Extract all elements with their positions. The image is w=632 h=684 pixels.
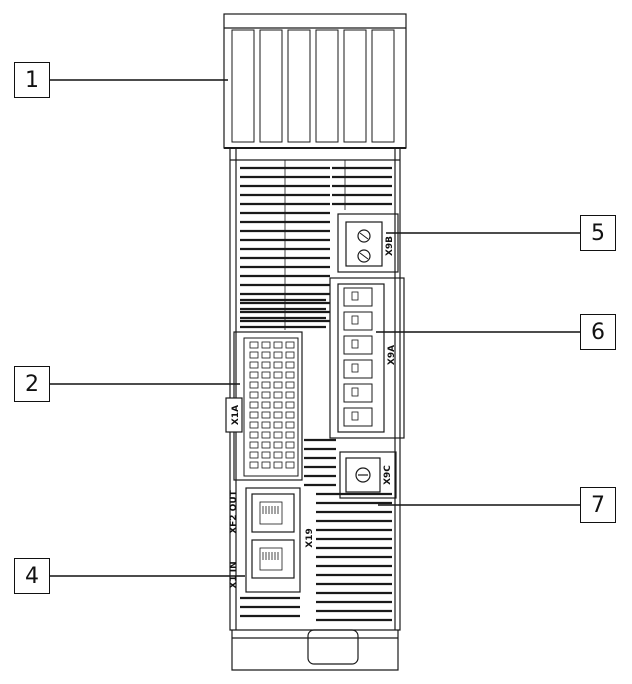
label-x9c: X9C — [383, 465, 393, 485]
heat-sink-fin — [315, 29, 339, 143]
terminal-pin — [285, 391, 295, 399]
terminal-pin — [261, 441, 271, 449]
terminal-pin — [249, 381, 259, 389]
terminal-pin — [285, 381, 295, 389]
terminal-pin — [261, 351, 271, 359]
terminal-pin — [273, 461, 283, 469]
terminal-pin — [285, 361, 295, 369]
terminal-pin — [273, 371, 283, 379]
terminal-pin — [261, 421, 271, 429]
terminal-pin — [249, 411, 259, 419]
terminal-pin — [249, 351, 259, 359]
terminal-pin — [285, 371, 295, 379]
terminal-pin — [273, 351, 283, 359]
label-xf2-out: XF2 OUT — [229, 489, 239, 533]
x9a-terminal-slot — [343, 287, 373, 307]
terminal-pin — [285, 451, 295, 459]
x9a-terminal-screw — [351, 363, 359, 373]
terminal-pin — [261, 461, 271, 469]
terminal-pin — [261, 371, 271, 379]
mounting-foot — [231, 629, 399, 671]
terminal-pin — [285, 411, 295, 419]
terminal-pin — [261, 411, 271, 419]
terminal-pin — [273, 391, 283, 399]
heat-sink-fin — [259, 29, 283, 143]
terminal-pin — [261, 391, 271, 399]
x1a-terminal-block: X1A — [225, 331, 303, 481]
terminal-pin — [285, 441, 295, 449]
terminal-pin — [261, 401, 271, 409]
terminal-pin — [285, 461, 295, 469]
x9b-connector: X9B — [337, 213, 399, 273]
x9a-terminal-screw — [351, 387, 359, 397]
x9a-terminal-screw — [351, 339, 359, 349]
label-x1a: X1A — [231, 405, 241, 425]
terminal-pin — [273, 421, 283, 429]
terminal-pin — [249, 431, 259, 439]
terminal-pin — [273, 411, 283, 419]
label-x9a: X9A — [387, 345, 397, 365]
terminal-pin — [285, 341, 295, 349]
terminal-pin — [249, 421, 259, 429]
ethernet-ports: XF2 OUT X1 IN X19 — [229, 487, 315, 593]
terminal-pin — [273, 401, 283, 409]
terminal-pin — [261, 451, 271, 459]
x9a-terminal-screw — [351, 315, 359, 325]
terminal-pin — [285, 421, 295, 429]
terminal-pin — [249, 451, 259, 459]
terminal-pin — [285, 401, 295, 409]
terminal-pin — [285, 351, 295, 359]
heat-sink-fin — [287, 29, 311, 143]
callout-2: 2 — [14, 366, 50, 402]
terminal-pin — [249, 361, 259, 369]
x9c-connector: X9C — [339, 451, 397, 499]
terminal-pin — [273, 441, 283, 449]
terminal-pin — [273, 431, 283, 439]
terminal-pin — [261, 431, 271, 439]
x9a-terminal-slot — [343, 407, 373, 427]
terminal-pin — [273, 341, 283, 349]
terminal-pin — [261, 361, 271, 369]
label-x9b: X9B — [385, 236, 395, 256]
terminal-pin — [249, 401, 259, 409]
callout-6: 6 — [580, 314, 616, 350]
x9a-terminal-slot — [343, 359, 373, 379]
terminal-pin — [249, 341, 259, 349]
x9a-connector: X9A — [329, 277, 405, 439]
housing — [229, 148, 401, 631]
terminal-pin — [261, 381, 271, 389]
terminal-pin — [285, 431, 295, 439]
x9a-terminal-screw — [351, 411, 359, 421]
terminal-pin — [249, 391, 259, 399]
x9a-terminal-slot — [343, 335, 373, 355]
terminal-pin — [273, 451, 283, 459]
callout-5: 5 — [580, 215, 616, 251]
terminal-pin — [273, 381, 283, 389]
x9a-terminal-slot — [343, 311, 373, 331]
heat-sink-fin — [371, 29, 395, 143]
terminal-pin — [273, 361, 283, 369]
terminal-pin — [249, 461, 259, 469]
heat-sink-fin — [343, 29, 367, 143]
terminal-pin — [261, 341, 271, 349]
heat-sink-fin — [231, 29, 255, 143]
callout-7: 7 — [580, 487, 616, 523]
terminal-pin — [249, 441, 259, 449]
label-x1-in: X1 IN — [229, 561, 239, 588]
terminal-pin — [249, 371, 259, 379]
x9a-terminal-screw — [351, 291, 359, 301]
callout-4: 4 — [14, 558, 50, 594]
callout-1: 1 — [14, 62, 50, 98]
label-x19: X19 — [305, 528, 315, 547]
leader-lines — [50, 79, 580, 577]
x9a-terminal-slot — [343, 383, 373, 403]
heat-sink — [223, 13, 407, 149]
